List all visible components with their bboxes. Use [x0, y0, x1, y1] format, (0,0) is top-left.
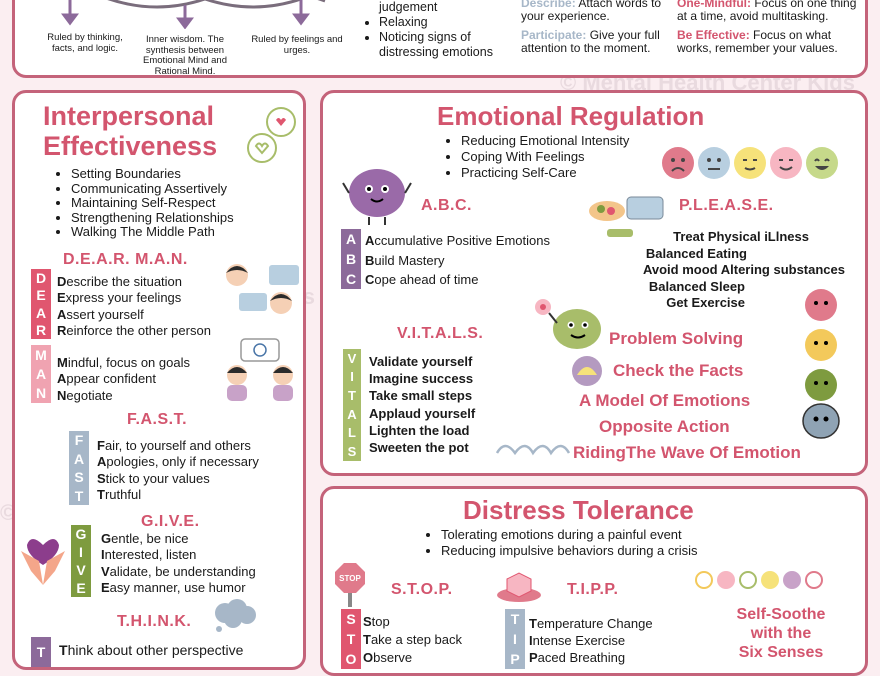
happy-face-icon — [806, 147, 838, 179]
vitals-title: V.I.T.A.L.S. — [397, 325, 484, 342]
thought-cloud-icon — [215, 599, 256, 632]
neutral-face-icon — [698, 147, 730, 179]
think-strip: T — [31, 637, 51, 667]
be-effective-label: Be Effective: — [677, 28, 750, 42]
brain-character-icon — [342, 169, 412, 225]
man-lines: Mindful, focus on goals Appear confident… — [57, 355, 190, 403]
stop-sign-label: STOP — [339, 573, 361, 583]
participate-text: Give your full attention to the moment. — [521, 28, 660, 55]
list-item: Reducing impulsive behaviors during a cr… — [441, 543, 698, 559]
distress-bullets: Tolerating emotions during a painful eve… — [425, 527, 698, 559]
stop-lines: Stop Take a step back Observe — [363, 614, 463, 665]
list-item: Communicating Assertively — [71, 181, 234, 197]
interpersonal-title: Interpersonal Effectiveness — [43, 101, 218, 161]
participate-label: Participate: — [521, 28, 587, 42]
six-senses-icons — [695, 571, 823, 589]
mindfulness-panel: Ruled by thinking, facts, and logic. Inn… — [12, 0, 868, 78]
wise-mind-diagram-icon — [61, 0, 326, 29]
wave-icon — [495, 444, 571, 456]
list-item: Practicing Self-Care — [461, 165, 629, 181]
skill-ride-wave: RidingThe Wave Of Emotion — [573, 443, 801, 462]
list-item: Maintaining Self-Respect — [71, 195, 234, 211]
distress-tolerance-title: Distress Tolerance — [463, 495, 694, 525]
speech-bubbles-heart-icon — [247, 107, 296, 163]
list-item: Setting Boundaries — [71, 166, 234, 182]
person-icon — [805, 571, 823, 589]
mindfulness-list: judgement Relaxing Noticing signs of dis… — [363, 0, 513, 60]
fast-title: F.A.S.T. — [127, 411, 188, 428]
emotional-regulation-panel: Emotional Regulation Reducing Emotional … — [320, 90, 868, 476]
ice-cube-icon — [497, 572, 541, 602]
vitals-lines: Validate yourself Imagine success Take s… — [369, 354, 476, 456]
nose-icon — [739, 571, 757, 589]
give-title: G.I.V.E. — [141, 513, 200, 530]
wise-mind-text: Inner wisdom. The synthesis between Emot… — [143, 34, 227, 77]
list-item: Reducing Emotional Intensity — [461, 133, 629, 149]
calm-face-icon — [734, 147, 766, 179]
fast-lines: Fair, to yourself and others Apologies, … — [97, 438, 259, 502]
be-effective-text: Focus on what works, remember your value… — [677, 28, 838, 55]
list-item: Tolerating emotions during a painful eve… — [441, 527, 698, 543]
one-mindful-label: One-Mindful: — [677, 0, 751, 10]
skill-check-facts: Check the Facts — [613, 361, 744, 380]
emotional-bullets: Reducing Emotional Intensity Coping With… — [445, 133, 629, 181]
list-item: Noticing signs of distressing emotions — [379, 30, 513, 60]
self-soothe-text: Self-Soothe with the Six Senses — [736, 606, 826, 661]
skill-model-emotions: A Model Of Emotions — [579, 391, 751, 410]
please-lines: Treat Physical iLlness Balanced Eating A… — [642, 229, 845, 310]
tipp-lines: Temperature Change Intense Exercise Pace… — [529, 616, 653, 665]
stop-title: S.T.O.P. — [391, 581, 453, 598]
conversation-icon — [226, 264, 299, 314]
dear-lines: Describe the situation Express your feel… — [57, 274, 211, 338]
give-lines: Gentle, be nice Interested, listen Valid… — [101, 531, 256, 595]
emotion-stack-icon — [802, 289, 840, 439]
interpersonal-panel: Interpersonal Effectiveness Setting Boun… — [12, 90, 306, 670]
skill-opposite-action: Opposite Action — [599, 417, 730, 436]
sunrise-icon — [572, 356, 602, 386]
eye-icon — [695, 571, 713, 589]
list-item: Coping With Feelings — [461, 149, 629, 165]
rational-mind-text: Ruled by thinking, facts, and logic. — [47, 32, 123, 54]
self-care-icons — [589, 196, 664, 237]
list-item: Relaxing — [379, 15, 513, 30]
distress-tolerance-panel: Distress Tolerance Tolerating emotions d… — [320, 486, 868, 676]
hands-heart-icon — [21, 539, 65, 585]
abc-title: A.B.C. — [421, 197, 472, 214]
think-title: T.H.I.N.K. — [117, 613, 192, 630]
emotional-regulation-title: Emotional Regulation — [437, 101, 705, 131]
dearman-title: D.E.A.R. M.A.N. — [63, 251, 188, 268]
tipp-title: T.I.P.P. — [567, 581, 619, 598]
skill-problem-solving: Problem Solving — [609, 329, 744, 348]
describe-text: Attach words to your experience. — [521, 0, 662, 23]
abc-lines: Accumulative Positive Emotions Build Mas… — [365, 233, 550, 287]
interpersonal-bullets: Setting Boundaries Communicating Asserti… — [55, 166, 234, 240]
ear-icon — [717, 571, 735, 589]
one-mindful-text: Focus on one thing at a time, avoid mult… — [677, 0, 857, 23]
peace-talk-icon — [227, 338, 293, 401]
brain-idea-icon — [535, 299, 601, 349]
list-item: Walking The Middle Path — [71, 224, 234, 240]
describe-label: Describe: — [521, 0, 576, 10]
content-face-icon — [770, 147, 802, 179]
stop-pole — [348, 593, 352, 607]
list-item: Strengthening Relationships — [71, 210, 234, 226]
sad-face-icon — [662, 147, 694, 179]
list-item: judgement — [379, 0, 438, 14]
mouth-icon — [761, 571, 779, 589]
think-lines: Think about other perspective — [59, 642, 244, 658]
please-title: P.L.E.A.S.E. — [679, 197, 774, 214]
emotional-mind-text: Ruled by feelings and urges. — [251, 34, 343, 56]
stop-sign-icon: STOP — [335, 563, 365, 593]
hand-icon — [783, 571, 801, 589]
